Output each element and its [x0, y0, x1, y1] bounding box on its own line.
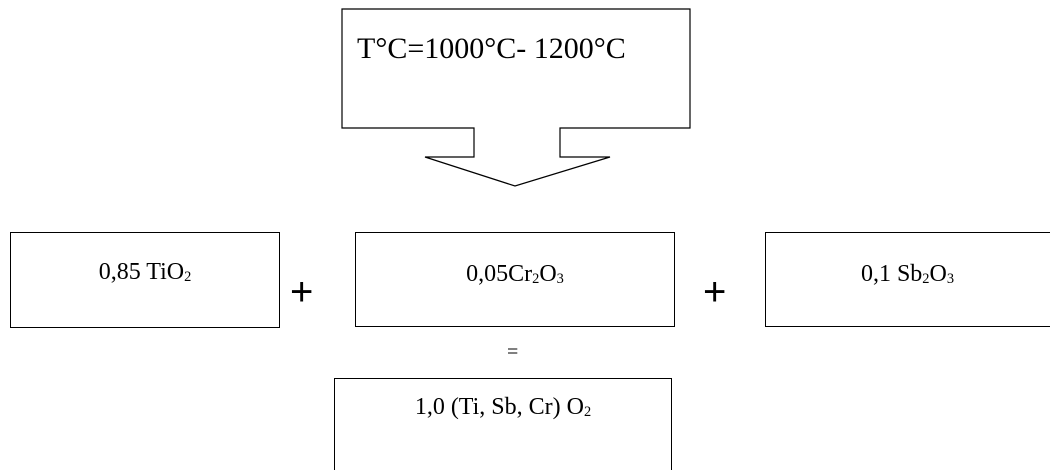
reactant-box-cr2o3: 0,05Cr2O3	[355, 232, 675, 327]
reactant-formula-sb2o3: 0,1 Sb2O3	[860, 261, 955, 288]
reactant-formula-tio2: 0,85 TiO2	[98, 259, 192, 286]
arrow-shape	[341, 8, 691, 187]
product-box: 1,0 (Ti, Sb, Cr) O2	[334, 378, 672, 470]
temperature-condition: T°C=1000°C- 1200°C	[357, 32, 626, 65]
plus-operator-1: +	[290, 270, 314, 314]
equals-operator: =	[507, 341, 519, 363]
reactant-formula-cr2o3: 0,05Cr2O3	[466, 261, 564, 288]
reactant-box-tio2: 0,85 TiO2	[10, 232, 280, 328]
plus-operator-2: +	[703, 270, 727, 314]
reactant-box-sb2o3: 0,1 Sb2O3	[765, 232, 1050, 327]
product-formula: 1,0 (Ti, Sb, Cr) O2	[414, 394, 592, 421]
